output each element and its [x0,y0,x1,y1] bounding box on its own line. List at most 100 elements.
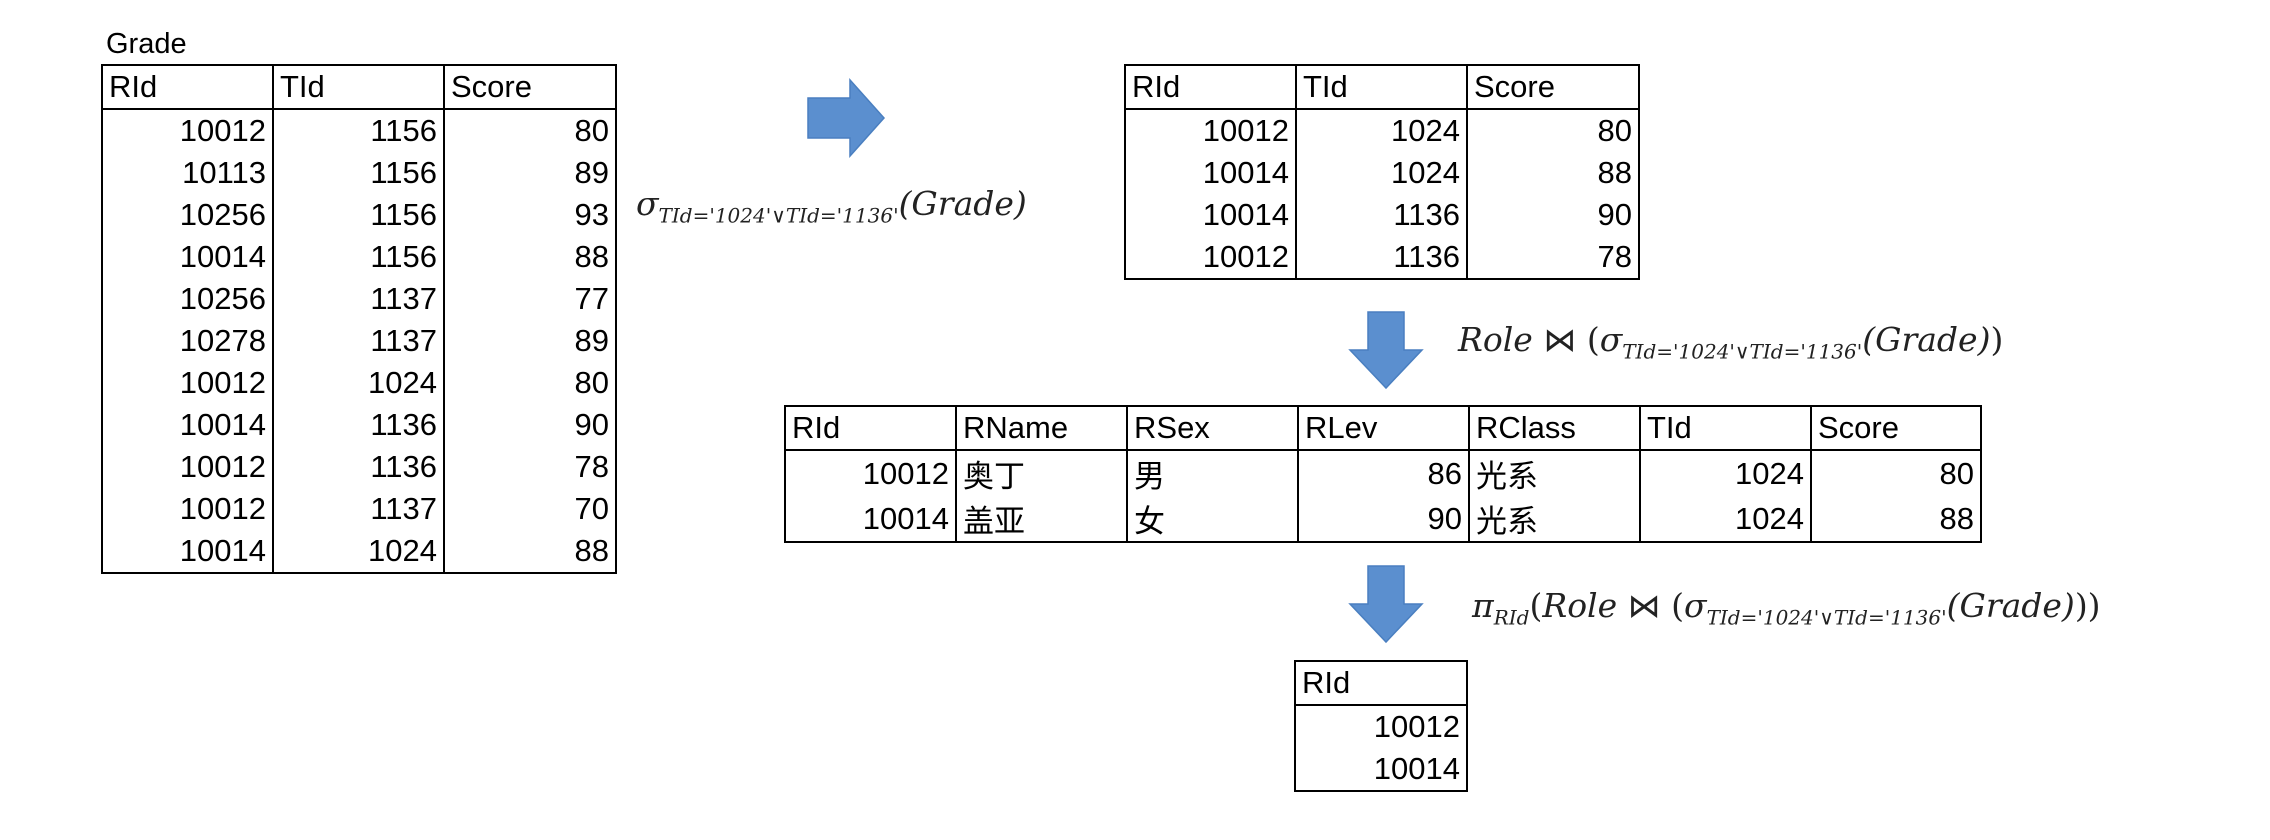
table-cell: 1156 [272,152,445,194]
table-cell: 1136 [272,446,445,488]
table-cell: 1024 [272,362,445,404]
table-cell: 88 [1810,496,1982,543]
column-header: RClass [1468,405,1641,451]
table-cell: 1137 [272,278,445,320]
table-cell: 1137 [272,320,445,362]
column-header: RId [101,64,274,110]
table-cell: 10012 [1294,705,1468,748]
table-cell: 1156 [272,236,445,278]
table-cell: 78 [443,446,617,488]
column-header: RSex [1126,405,1299,451]
sigma-operator: σ [1599,320,1623,359]
table-cell: 93 [443,194,617,236]
table-cell: 10014 [784,496,957,543]
table-cell: 80 [443,109,617,152]
column-header: Score [1466,64,1640,110]
close-paren: ) [1990,320,2004,359]
table-cell: 90 [443,404,617,446]
table-cell: 10012 [101,488,274,530]
table-cell: 1024 [272,530,445,574]
table-cell: 70 [443,488,617,530]
table-cell: 10278 [101,320,274,362]
right-arrow-icon [807,78,886,158]
table-cell: 10012 [101,109,274,152]
table-cell: 10014 [101,404,274,446]
table-cell: 80 [1466,109,1640,152]
table-cell: 1136 [1295,194,1468,236]
sigma-operator: σ [1684,586,1707,625]
table-cell: 盖亚 [955,496,1128,543]
projection-relation: Role [1542,586,1618,625]
natural-join-symbol: ⋈ [1543,320,1577,359]
selection-expression: σTId='1024'∨TId='1136'(Grade) [636,184,1027,228]
table-cell: 奥丁 [955,450,1128,496]
table-cell: 90 [1297,496,1470,543]
column-header: RId [784,405,957,451]
table-cell: 10113 [101,152,274,194]
table-cell: 80 [443,362,617,404]
table-cell: 10012 [1124,236,1297,280]
table-cell: 10014 [1124,152,1297,194]
table-cell: 10014 [1124,194,1297,236]
table-cell: 10014 [101,530,274,574]
table-cell: 1137 [272,488,445,530]
table-cell: 1136 [272,404,445,446]
column-header: RId [1124,64,1297,110]
join-relation: Role [1458,320,1533,359]
projection-expression: πRId(Role ⋈ (σTId='1024'∨TId='1136'(Grad… [1472,586,2101,630]
projection-selection-condition: TId='1024'∨TId='1136' [1706,605,1947,630]
table-header-row: RId [1294,660,1468,706]
table-cell: 86 [1297,450,1470,496]
open-paren: ( [1529,586,1543,625]
table-cell: 1024 [1295,152,1468,194]
table-cell: 88 [443,236,617,278]
join-selection-condition: TId='1024'∨TId='1136' [1622,339,1863,364]
column-header: RLev [1297,405,1470,451]
table-cell: 女 [1126,496,1299,543]
grade-table-caption: Grade [106,28,187,60]
table-row: 10014 [1294,748,1468,792]
table-header-row: RId TId Score [1124,64,1640,110]
table-cell: 1024 [1639,450,1812,496]
selection-argument: (Grade) [898,184,1027,223]
column-header: RName [955,405,1128,451]
natural-join-symbol: ⋈ [1627,586,1661,625]
down-arrow-icon [1348,565,1424,644]
table-cell: 1156 [272,194,445,236]
table-cell: 10012 [101,446,274,488]
table-cell: 88 [443,530,617,574]
open-paren: ( [1586,320,1600,359]
table-cell: 80 [1810,450,1982,496]
projection-attribute: RId [1493,605,1530,630]
join-result-table: RId RName RSex RLev RClass TId Score 100… [784,405,1982,543]
table-cell: 78 [1466,236,1640,280]
table-header-row: RId RName RSex RLev RClass TId Score [784,405,1982,451]
down-arrow-icon [1348,311,1424,390]
table-cell: 光系 [1468,496,1641,543]
table-cell: 10012 [101,362,274,404]
column-header: TId [272,64,445,110]
selection-condition: TId='1024'∨TId='1136' [658,203,899,228]
table-cell: 77 [443,278,617,320]
open-paren: ( [1671,586,1685,625]
column-header: Score [443,64,617,110]
column-header: TId [1639,405,1812,451]
table-row: 10012 [1294,705,1468,748]
column-header: TId [1295,64,1468,110]
